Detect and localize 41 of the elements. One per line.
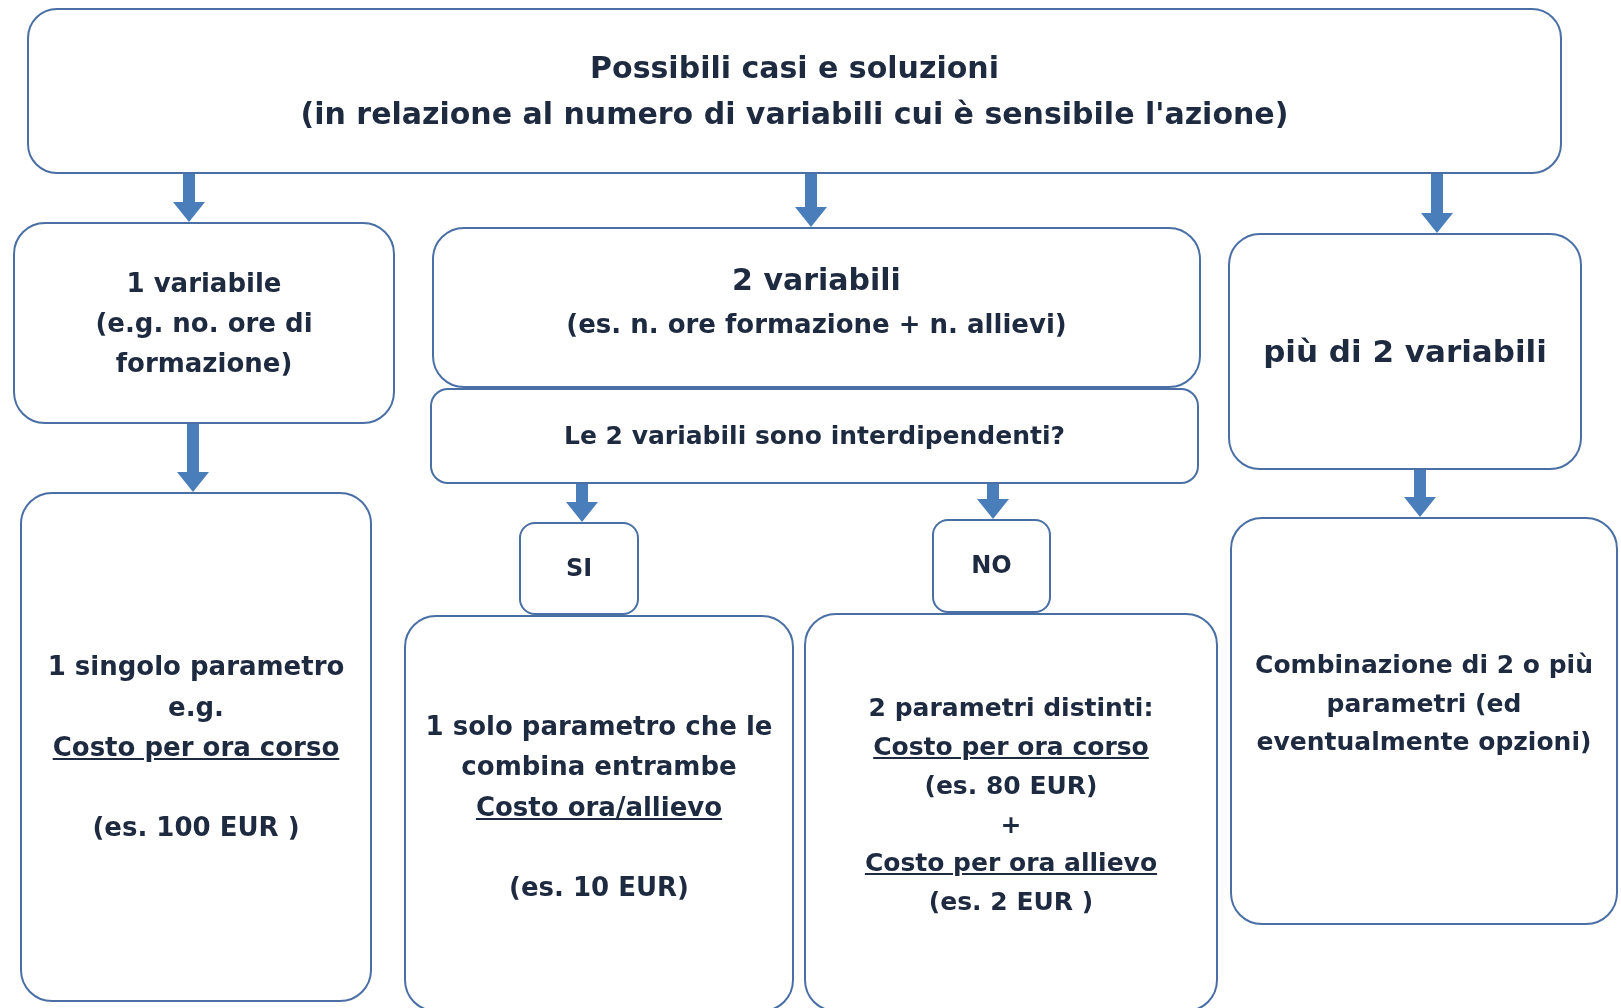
process-box: [20, 492, 372, 1002]
title-box: [27, 8, 1562, 174]
answer-box: [932, 519, 1051, 613]
node-text: (es. 80 EUR): [924, 769, 1098, 802]
node-text: Combinazione di 2 o più parametri (ed eventualmente opzioni): [1254, 648, 1594, 759]
block-arrow: [1404, 470, 1436, 517]
node-text: 1 variabile: [126, 266, 282, 300]
node-text: 2 variabili: [732, 261, 901, 300]
parameter-name: Costo ora/allievo: [475, 790, 723, 824]
node-text: (e.g. no. ore di formazione): [94, 306, 314, 381]
parameter-name: Costo per ora allievo: [864, 847, 1158, 880]
parameter-name: Costo per ora corso: [873, 731, 1149, 763]
answer-box: [519, 522, 639, 615]
block-arrow: [977, 484, 1009, 519]
node-text: +: [1000, 808, 1022, 841]
node-text: 2 parametri distinti:: [868, 692, 1154, 725]
node-text: NO: [971, 550, 1012, 582]
node-text: SI: [565, 552, 593, 584]
node-text: (es. n. ore formazione + n. allievi): [566, 307, 1067, 341]
block-arrow: [173, 174, 205, 222]
block-arrow: [566, 484, 598, 522]
node-text: più di 2 variabili: [1263, 332, 1547, 372]
node-text: (es. 2 EUR ): [928, 886, 1094, 918]
node-text: 1 singolo parametro e.g.: [46, 650, 346, 724]
node-text: Possibili casi e soluzioni: [590, 48, 999, 87]
process-box: [13, 222, 395, 424]
question-box: [430, 388, 1199, 484]
process-box: [404, 615, 794, 1008]
process-box: [804, 613, 1218, 1008]
block-arrow: [177, 424, 209, 492]
parameter-name: Costo per ora corso: [52, 731, 340, 764]
node-text: (in relazione al numero di variabili cui è sensibile l'azione): [300, 95, 1289, 133]
block-arrow: [795, 174, 827, 227]
process-box: [1228, 233, 1582, 470]
node-text: (es. 100 EUR ): [92, 811, 300, 845]
node-text: 1 solo parametro che le combina entrambe: [424, 709, 774, 784]
block-arrow: [1421, 174, 1453, 233]
process-box: [432, 227, 1201, 388]
node-text: (es. 10 EUR): [509, 870, 689, 904]
node-text: Le 2 variabili sono interdipendenti?: [563, 419, 1066, 452]
process-box: [1230, 517, 1618, 925]
